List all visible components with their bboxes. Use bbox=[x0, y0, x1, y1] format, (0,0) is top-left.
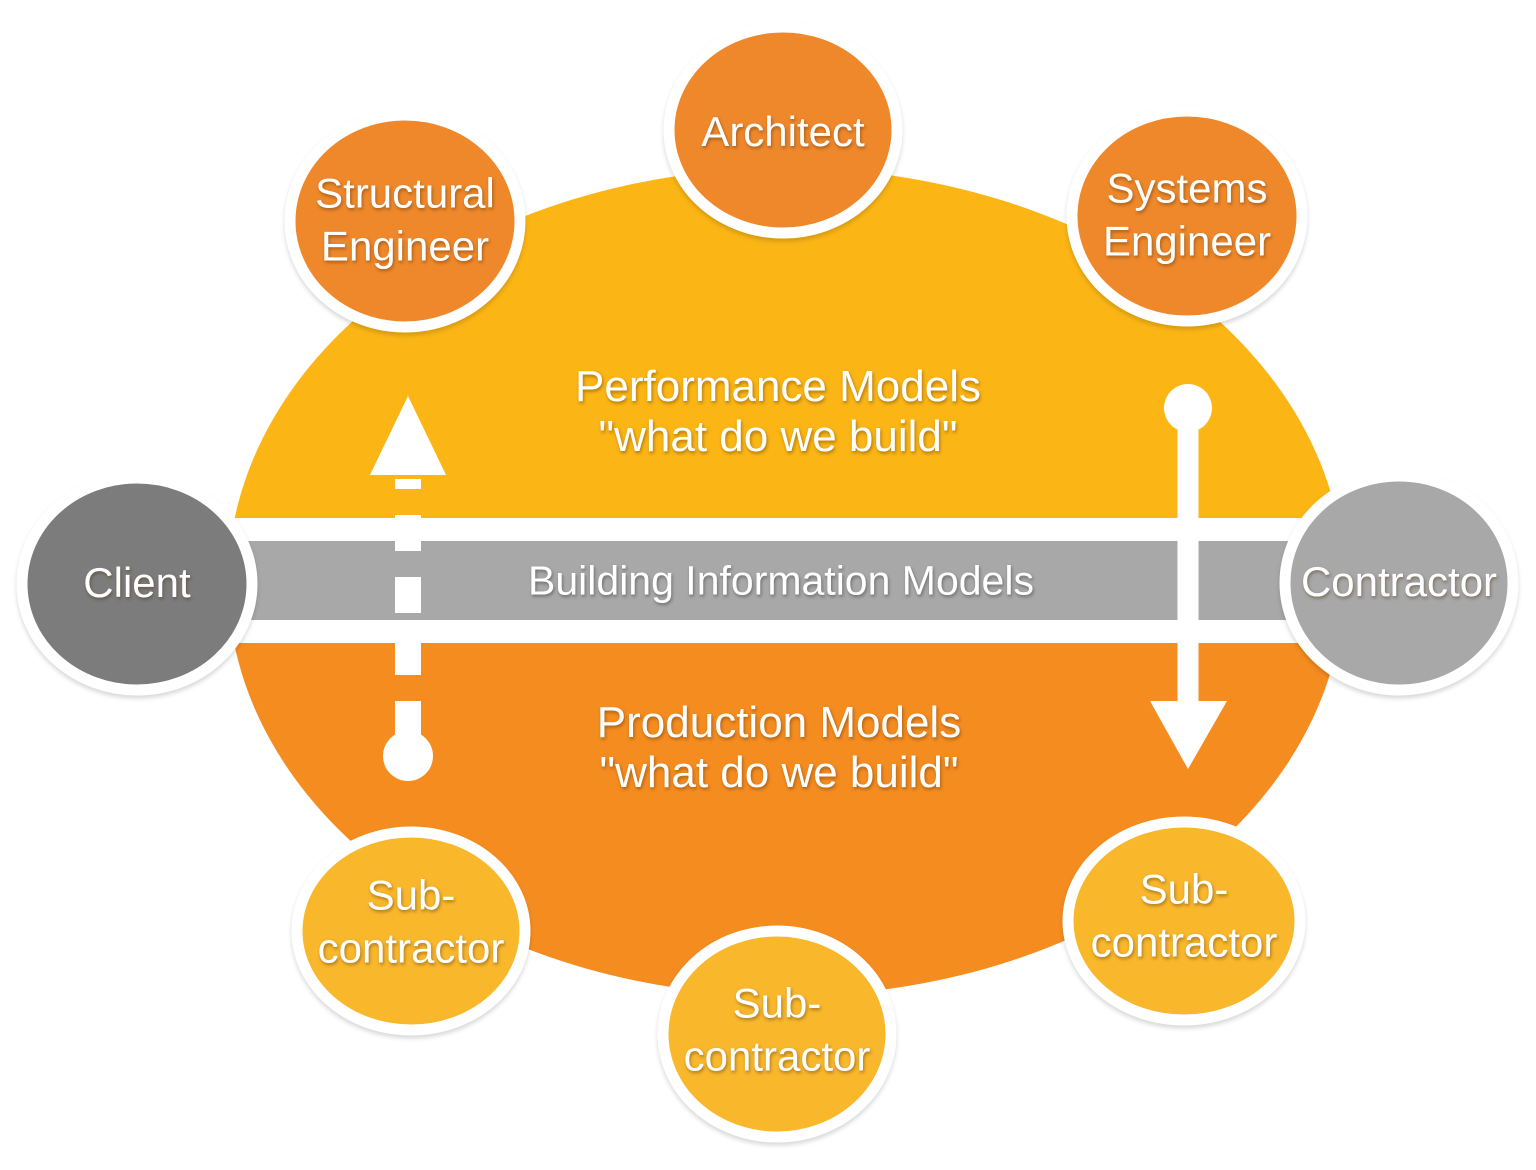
subcontractor-right-label: Sub- contractor bbox=[1091, 864, 1278, 969]
up-arrow bbox=[370, 396, 446, 781]
systems-engineer-node bbox=[1066, 105, 1308, 327]
contractor-label: Contractor bbox=[1300, 557, 1498, 605]
subcontractor-left-label-line1: Sub- bbox=[366, 871, 456, 919]
up-arrowhead-icon bbox=[370, 396, 446, 475]
production-models-label: Production Models "what do we build" bbox=[597, 698, 961, 798]
structural-engineer-label: Structural Engineer bbox=[315, 168, 495, 273]
structural-engineer-node bbox=[284, 109, 526, 333]
contractor-node bbox=[1279, 470, 1519, 696]
subcontractor-right-label-line2: contractor bbox=[1090, 918, 1278, 965]
client-label: Client bbox=[83, 558, 191, 606]
performance-models-label: Performance Models "what do we build" bbox=[575, 362, 981, 462]
structural-engineer-label-line2: Engineer bbox=[320, 222, 490, 269]
subcontractor-bottom-label-line1: Sub- bbox=[732, 979, 822, 1027]
subcontractor-right-label-line1: Sub- bbox=[1139, 865, 1229, 913]
subcontractor-left-label-line2: contractor bbox=[317, 924, 505, 971]
subcontractor-bottom-label: Sub- contractor bbox=[684, 978, 871, 1083]
structural-engineer-label-line1: Structural bbox=[315, 169, 495, 217]
subcontractor-left-label: Sub- contractor bbox=[318, 870, 505, 975]
down-arrowhead-icon bbox=[1150, 701, 1227, 769]
subcontractor-bottom-label-line2: contractor bbox=[683, 1032, 871, 1079]
down-arrow bbox=[1150, 384, 1227, 769]
performance-models-subtitle: "what do we build" bbox=[598, 412, 958, 461]
down-arrow-origin-dot bbox=[1164, 384, 1212, 432]
architect-label: Architect bbox=[701, 107, 865, 155]
architect-node bbox=[663, 21, 903, 239]
subcontractor-left-node bbox=[291, 826, 531, 1036]
production-models-subtitle: "what do we build" bbox=[599, 748, 959, 797]
systems-engineer-label-line2: Engineer bbox=[1102, 217, 1272, 264]
up-arrow-origin-dot bbox=[383, 731, 433, 781]
subcontractor-bottom-node bbox=[657, 925, 897, 1143]
performance-models-title: Performance Models bbox=[575, 361, 981, 411]
bim-band-label: Building Information Models bbox=[528, 557, 1034, 604]
systems-engineer-label: Systems Engineer bbox=[1103, 163, 1271, 268]
stakeholder-nodes bbox=[16, 21, 1519, 1143]
client-node bbox=[16, 472, 258, 696]
systems-engineer-label-line1: Systems bbox=[1106, 164, 1268, 212]
production-models-title: Production Models bbox=[596, 697, 962, 747]
subcontractor-right-node bbox=[1062, 816, 1306, 1026]
